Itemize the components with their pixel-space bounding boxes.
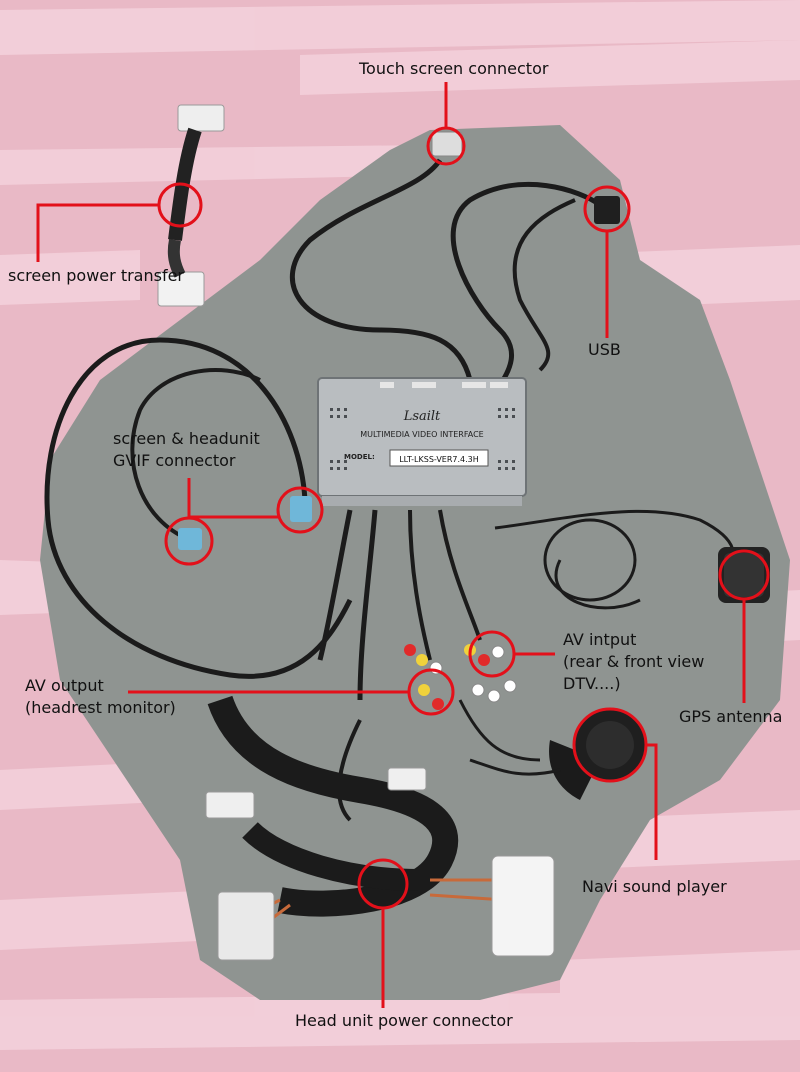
navi-speaker: [469, 709, 646, 800]
label-gvif-line1: screen & headunit: [113, 429, 260, 448]
label-head-unit-power-connector: Head unit power connector: [295, 1011, 513, 1030]
label-av-output-line1: AV output: [25, 676, 104, 695]
rca-connectors: [404, 644, 517, 710]
model-label: MODEL:: [344, 453, 375, 461]
usb-cable-2: [512, 198, 576, 372]
power-harness: [205, 695, 555, 961]
label-av-input-line2: (rear & front view: [563, 652, 705, 671]
gps-antenna: [718, 547, 770, 603]
interface-module: Lsailt MULTIMEDIA VIDEO INTERFACE MODEL:…: [317, 377, 527, 506]
touch-cable: [289, 158, 473, 381]
label-gps-antenna: GPS antenna: [679, 707, 783, 726]
usb-cable: [450, 181, 602, 387]
device-title: MULTIMEDIA VIDEO INTERFACE: [360, 430, 483, 439]
model-value: LLT-LKSS-VER7.4.3H: [399, 455, 479, 464]
label-usb: USB: [588, 340, 621, 359]
gvif-callout-circle-right: [276, 486, 324, 534]
vent-holes: [330, 408, 515, 470]
gvif-plug-left: [178, 528, 202, 550]
label-gvif-connector: screen & headunit GVIF connector: [113, 428, 260, 472]
label-av-output: AV output (headrest monitor): [25, 675, 176, 719]
gvif-plug-right: [290, 496, 312, 522]
callout-lines: [36, 82, 770, 1008]
label-gvif-line2: GVIF connector: [113, 451, 236, 470]
screen-power-harness: [157, 104, 225, 307]
device-brand: Lsailt: [403, 409, 441, 424]
gvif-loop-cable: [44, 337, 353, 679]
label-av-input: AV intput (rear & front view DTV....): [563, 629, 704, 695]
label-av-output-line2: (headrest monitor): [25, 698, 176, 717]
gvif-loop-cable-2: [130, 368, 261, 542]
label-navi-sound-player: Navi sound player: [582, 877, 727, 896]
label-av-input-line1: AV intput: [563, 630, 637, 649]
label-touch-screen-connector: Touch screen connector: [359, 59, 549, 78]
gps-cable-coil: [543, 518, 637, 602]
label-av-input-line3: DTV....): [563, 674, 621, 693]
touch-plug: [431, 131, 463, 157]
usb-plug: [594, 196, 620, 224]
label-screen-power-transfer: screen power transfer: [8, 266, 184, 285]
